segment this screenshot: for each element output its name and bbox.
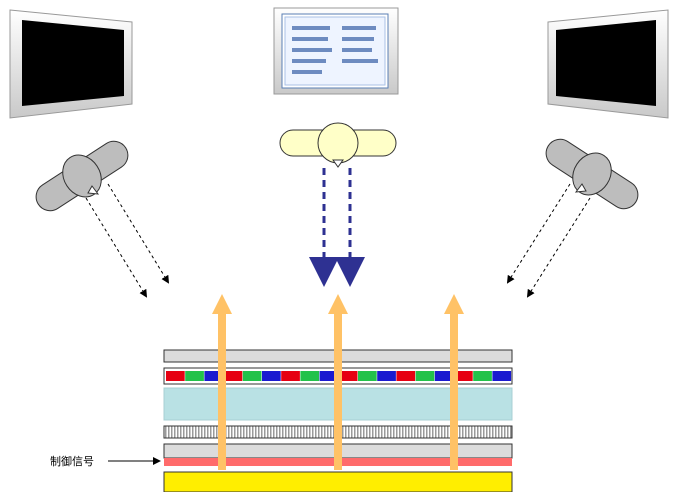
backlight-arrow-center: [328, 294, 348, 470]
center-monitor: [273, 7, 399, 95]
color-filter-cell: [396, 371, 416, 381]
left-light-paths: [85, 183, 170, 298]
color-filter-cell: [223, 371, 243, 381]
color-filter-cell: [319, 371, 339, 381]
center-shutter-glasses: [279, 122, 397, 168]
left-monitor: [9, 9, 133, 119]
right-monitor: [547, 9, 669, 119]
color-filter-cell: [454, 371, 473, 381]
color-filter-cell: [300, 371, 320, 381]
backlight-arrows: [212, 294, 464, 470]
center-monitor-screen-content: [292, 26, 378, 74]
backlight-arrow-left: [212, 294, 232, 470]
color-filter-cell: [242, 371, 262, 381]
color-filter-cell: [434, 371, 454, 381]
color-filter-cell: [204, 371, 224, 381]
color-filter-cell: [262, 371, 281, 381]
backlight-arrow-right: [444, 294, 464, 470]
color-filter-cell: [473, 371, 492, 381]
color-filter-cell: [338, 371, 358, 381]
lcd-panel-stack: [163, 349, 513, 492]
left-glasses-nose: [87, 185, 100, 195]
center-light-paths: [309, 168, 365, 287]
right-light-paths: [506, 183, 591, 298]
right-shutter-glasses: [545, 138, 639, 210]
color-filter-cell: [358, 371, 377, 381]
color-filter-cell: [166, 371, 185, 381]
color-filter-cell: [492, 371, 512, 381]
color-filter-cell: [185, 371, 204, 381]
left-shutter-glasses: [35, 140, 129, 212]
color-filter-cell: [377, 371, 396, 381]
backlight-layer: [163, 471, 513, 492]
color-filter-layer: [166, 371, 512, 381]
control-signal-label: 制御信号: [50, 454, 94, 468]
right-glasses-nose: [574, 183, 587, 193]
color-filter-cell: [281, 371, 300, 381]
color-filter-cell: [415, 371, 435, 381]
